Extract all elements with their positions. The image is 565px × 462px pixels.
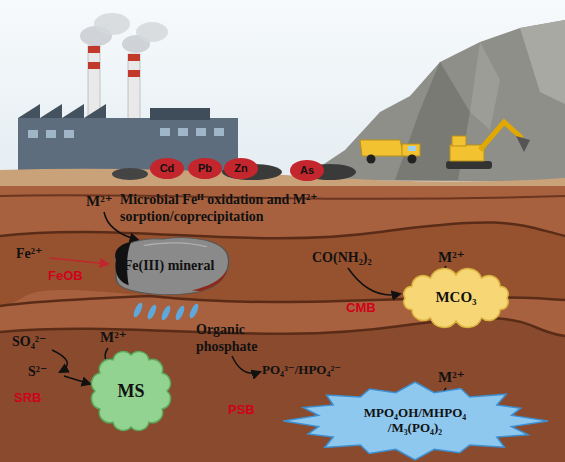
mineral-blob: Fe(III) mineral [106, 234, 232, 298]
mineral-shape [115, 238, 228, 295]
excavator [446, 122, 530, 169]
ion-label: PO₄³⁻/HPO₄²⁻ [262, 362, 341, 378]
microbe-label: PSB [228, 402, 255, 418]
bacteria-part [174, 304, 186, 321]
process-arrows-part [64, 376, 90, 384]
microbe-label: CMB [346, 300, 376, 316]
pollutant-badge: Pb [188, 158, 222, 179]
node-text: Pb [198, 162, 212, 175]
process-arrows-part [50, 258, 108, 264]
excavator-part [446, 161, 492, 169]
dump-truck [360, 140, 420, 164]
node-text: MS [118, 381, 145, 402]
dump-truck-part [402, 144, 420, 156]
mountain-part [520, 20, 565, 104]
node-text: Zn [234, 162, 247, 175]
reagent-label: Organic phosphate [196, 322, 276, 356]
factory-part [196, 128, 206, 136]
excavator-part [452, 136, 466, 146]
soil-layers-part [0, 222, 565, 238]
pollutant-badge: Zn [224, 158, 258, 179]
dump-truck-part [367, 155, 376, 164]
mountain [300, 20, 565, 182]
bacteria-part [160, 304, 172, 321]
node-text: As [300, 164, 314, 177]
factory-part [88, 46, 100, 53]
reagent-label: CO(NH₂)₂ [312, 250, 372, 267]
excavator-part [480, 122, 522, 150]
soil-layers [0, 186, 565, 462]
factory-part [88, 62, 100, 69]
process-arrows-part [52, 350, 67, 372]
smoke-part [94, 13, 130, 35]
dump-truck-part [360, 140, 404, 156]
dump-truck-part [408, 146, 416, 151]
node-text: MPO₄OH/MHPO₄ /M₃(PO₄)₂ [350, 406, 480, 436]
dump-truck-part [408, 155, 417, 164]
phosphate-star: MPO₄OH/MHPO₄ /M₃(PO₄)₂ [282, 382, 548, 460]
mineral-body [116, 238, 229, 295]
cloud-shape [404, 269, 508, 328]
process-note: Microbial Feᴵᴵ oxidation and M²⁺ sorptio… [120, 192, 360, 226]
bacteria [132, 301, 200, 321]
star-shape [283, 382, 548, 460]
microbe-label: SRB [14, 390, 41, 406]
factory-part [64, 130, 74, 138]
mountain-part [300, 20, 565, 182]
smoke [80, 13, 168, 53]
factory-part [150, 108, 210, 120]
bacteria-part [188, 302, 200, 319]
sulfide-cloud: MS [88, 348, 174, 434]
mountain-part [470, 42, 500, 130]
ion-label: S²⁻ [28, 364, 47, 381]
excavator-part [516, 136, 530, 152]
factory-part [28, 130, 38, 138]
coal-piles-part [112, 168, 148, 180]
factory-part [160, 128, 170, 136]
carbonate-cloud: MCO₃ [398, 268, 514, 328]
factory-part [128, 70, 140, 77]
factory-part [18, 104, 106, 118]
factory-part [214, 128, 224, 136]
mineral-highlight [144, 243, 207, 247]
process-arrows-part [232, 356, 260, 373]
ion-label: M²⁺ [438, 368, 465, 386]
sky-part [0, 0, 565, 185]
microbe-label: FeOB [48, 268, 83, 284]
ion-label: Fe²⁺ [16, 246, 42, 263]
ion-label: M²⁺ [86, 192, 113, 210]
factory-part [128, 54, 140, 61]
smoke-part [136, 22, 168, 42]
soil-layers-part [0, 318, 565, 462]
soil-layers-part [0, 186, 565, 462]
pollutant-badge: As [290, 160, 324, 181]
factory-part [178, 128, 188, 136]
ion-label: M²⁺ [100, 328, 127, 346]
sky [0, 0, 565, 185]
cloud-shape [92, 352, 171, 431]
factory [18, 46, 238, 172]
process-arrows-part [348, 268, 400, 295]
ion-label: M²⁺ [438, 248, 465, 266]
factory-part [46, 130, 56, 138]
node-text: MCO₃ [435, 289, 476, 306]
excavator-part [450, 145, 484, 161]
ion-label: SO₄²⁻ [12, 334, 46, 351]
node-text: Fe(III) mineral [124, 258, 215, 274]
node-text: Cd [160, 162, 175, 175]
bacteria-part [132, 301, 144, 318]
bacteria-part [146, 303, 158, 320]
pollutant-badge: Cd [150, 158, 184, 179]
